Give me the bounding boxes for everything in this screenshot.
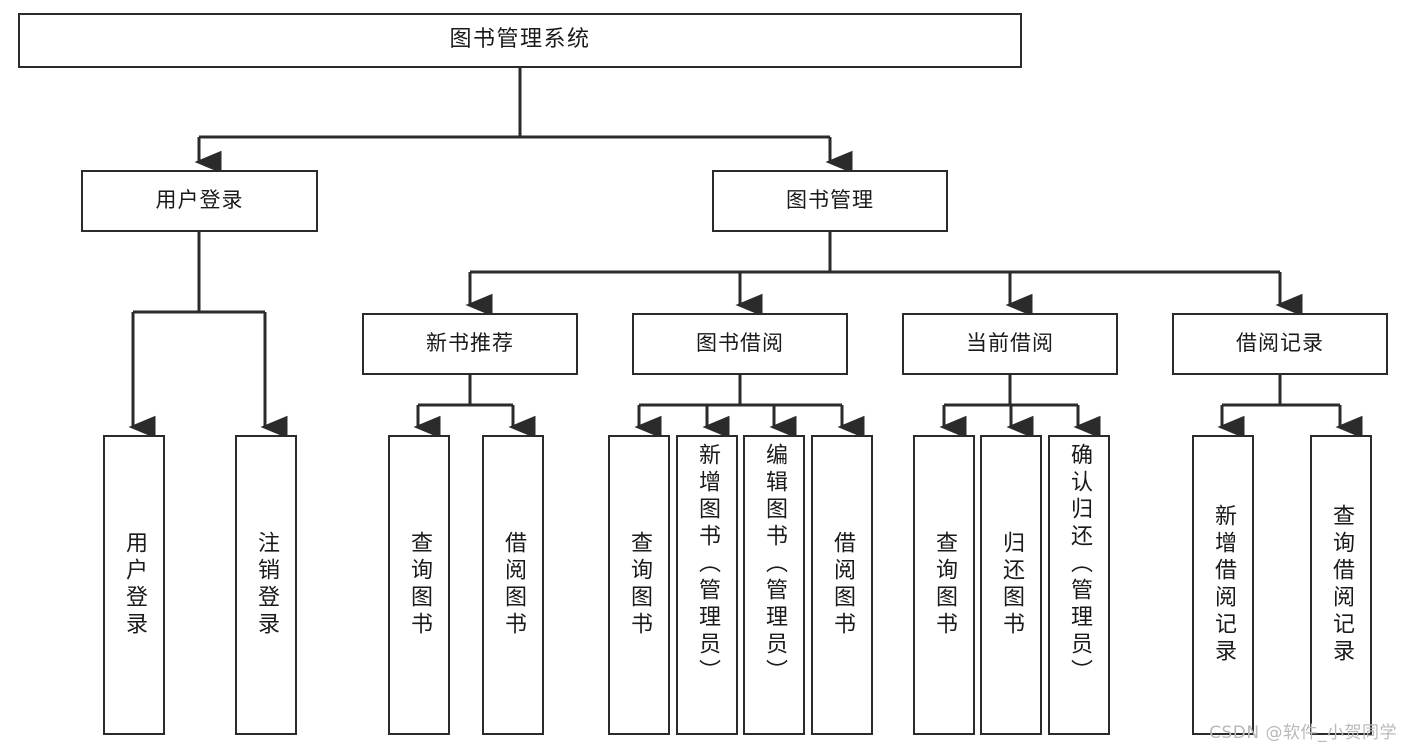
- leaf-logout[interactable]: 注销登录: [235, 435, 297, 735]
- leaf-query-books-borrow[interactable]: 查询图书: [608, 435, 670, 735]
- leaf-query-books-current[interactable]: 查询图书: [913, 435, 975, 735]
- csdn-watermark: CSDN @软件_小贺同学: [1209, 723, 1397, 743]
- node-new-book-recommend[interactable]: 新书推荐: [362, 313, 578, 375]
- node-label: 用户登录: [155, 188, 244, 213]
- node-borrow-records[interactable]: 借阅记录: [1172, 313, 1388, 375]
- leaf-add-book-admin[interactable]: 新增图书（管理员）: [676, 435, 738, 735]
- node-root-system[interactable]: 图书管理系统: [18, 13, 1022, 68]
- node-label: 查询图书: [932, 531, 957, 639]
- node-label: 查询图书: [407, 531, 432, 639]
- leaf-query-borrow-record[interactable]: 查询借阅记录: [1310, 435, 1372, 735]
- node-label: 编辑图书（管理员）: [762, 443, 787, 686]
- node-label: 新增图书（管理员）: [695, 443, 720, 686]
- node-current-borrow[interactable]: 当前借阅: [902, 313, 1118, 375]
- node-label: 借阅图书: [830, 531, 855, 639]
- leaf-borrow-books[interactable]: 借阅图书: [811, 435, 873, 735]
- leaf-add-borrow-record[interactable]: 新增借阅记录: [1192, 435, 1254, 735]
- leaf-confirm-return-admin[interactable]: 确认归还（管理员）: [1048, 435, 1110, 735]
- node-label: 借阅记录: [1236, 331, 1324, 356]
- leaf-user-login[interactable]: 用户登录: [103, 435, 165, 735]
- node-book-management[interactable]: 图书管理: [712, 170, 948, 232]
- node-label: 查询图书: [627, 531, 652, 639]
- node-label: 当前借阅: [966, 331, 1054, 356]
- node-label: 借阅图书: [501, 531, 526, 639]
- node-label: 归还图书: [999, 531, 1024, 639]
- node-label: 图书管理: [786, 188, 874, 213]
- node-label: 用户登录: [122, 531, 147, 639]
- node-label: 图书借阅: [696, 331, 784, 356]
- node-label: 图书管理系统: [449, 27, 591, 53]
- leaf-query-books-new[interactable]: 查询图书: [388, 435, 450, 735]
- node-user-login[interactable]: 用户登录: [81, 170, 318, 232]
- node-book-borrow[interactable]: 图书借阅: [632, 313, 848, 375]
- leaf-borrow-books-new[interactable]: 借阅图书: [482, 435, 544, 735]
- node-label: 确认归还（管理员）: [1067, 443, 1092, 686]
- node-label: 注销登录: [254, 531, 279, 639]
- leaf-return-books[interactable]: 归还图书: [980, 435, 1042, 735]
- leaf-edit-book-admin[interactable]: 编辑图书（管理员）: [743, 435, 805, 735]
- node-label: 新增借阅记录: [1211, 504, 1236, 666]
- node-label: 查询借阅记录: [1329, 504, 1354, 666]
- node-label: 新书推荐: [426, 331, 514, 356]
